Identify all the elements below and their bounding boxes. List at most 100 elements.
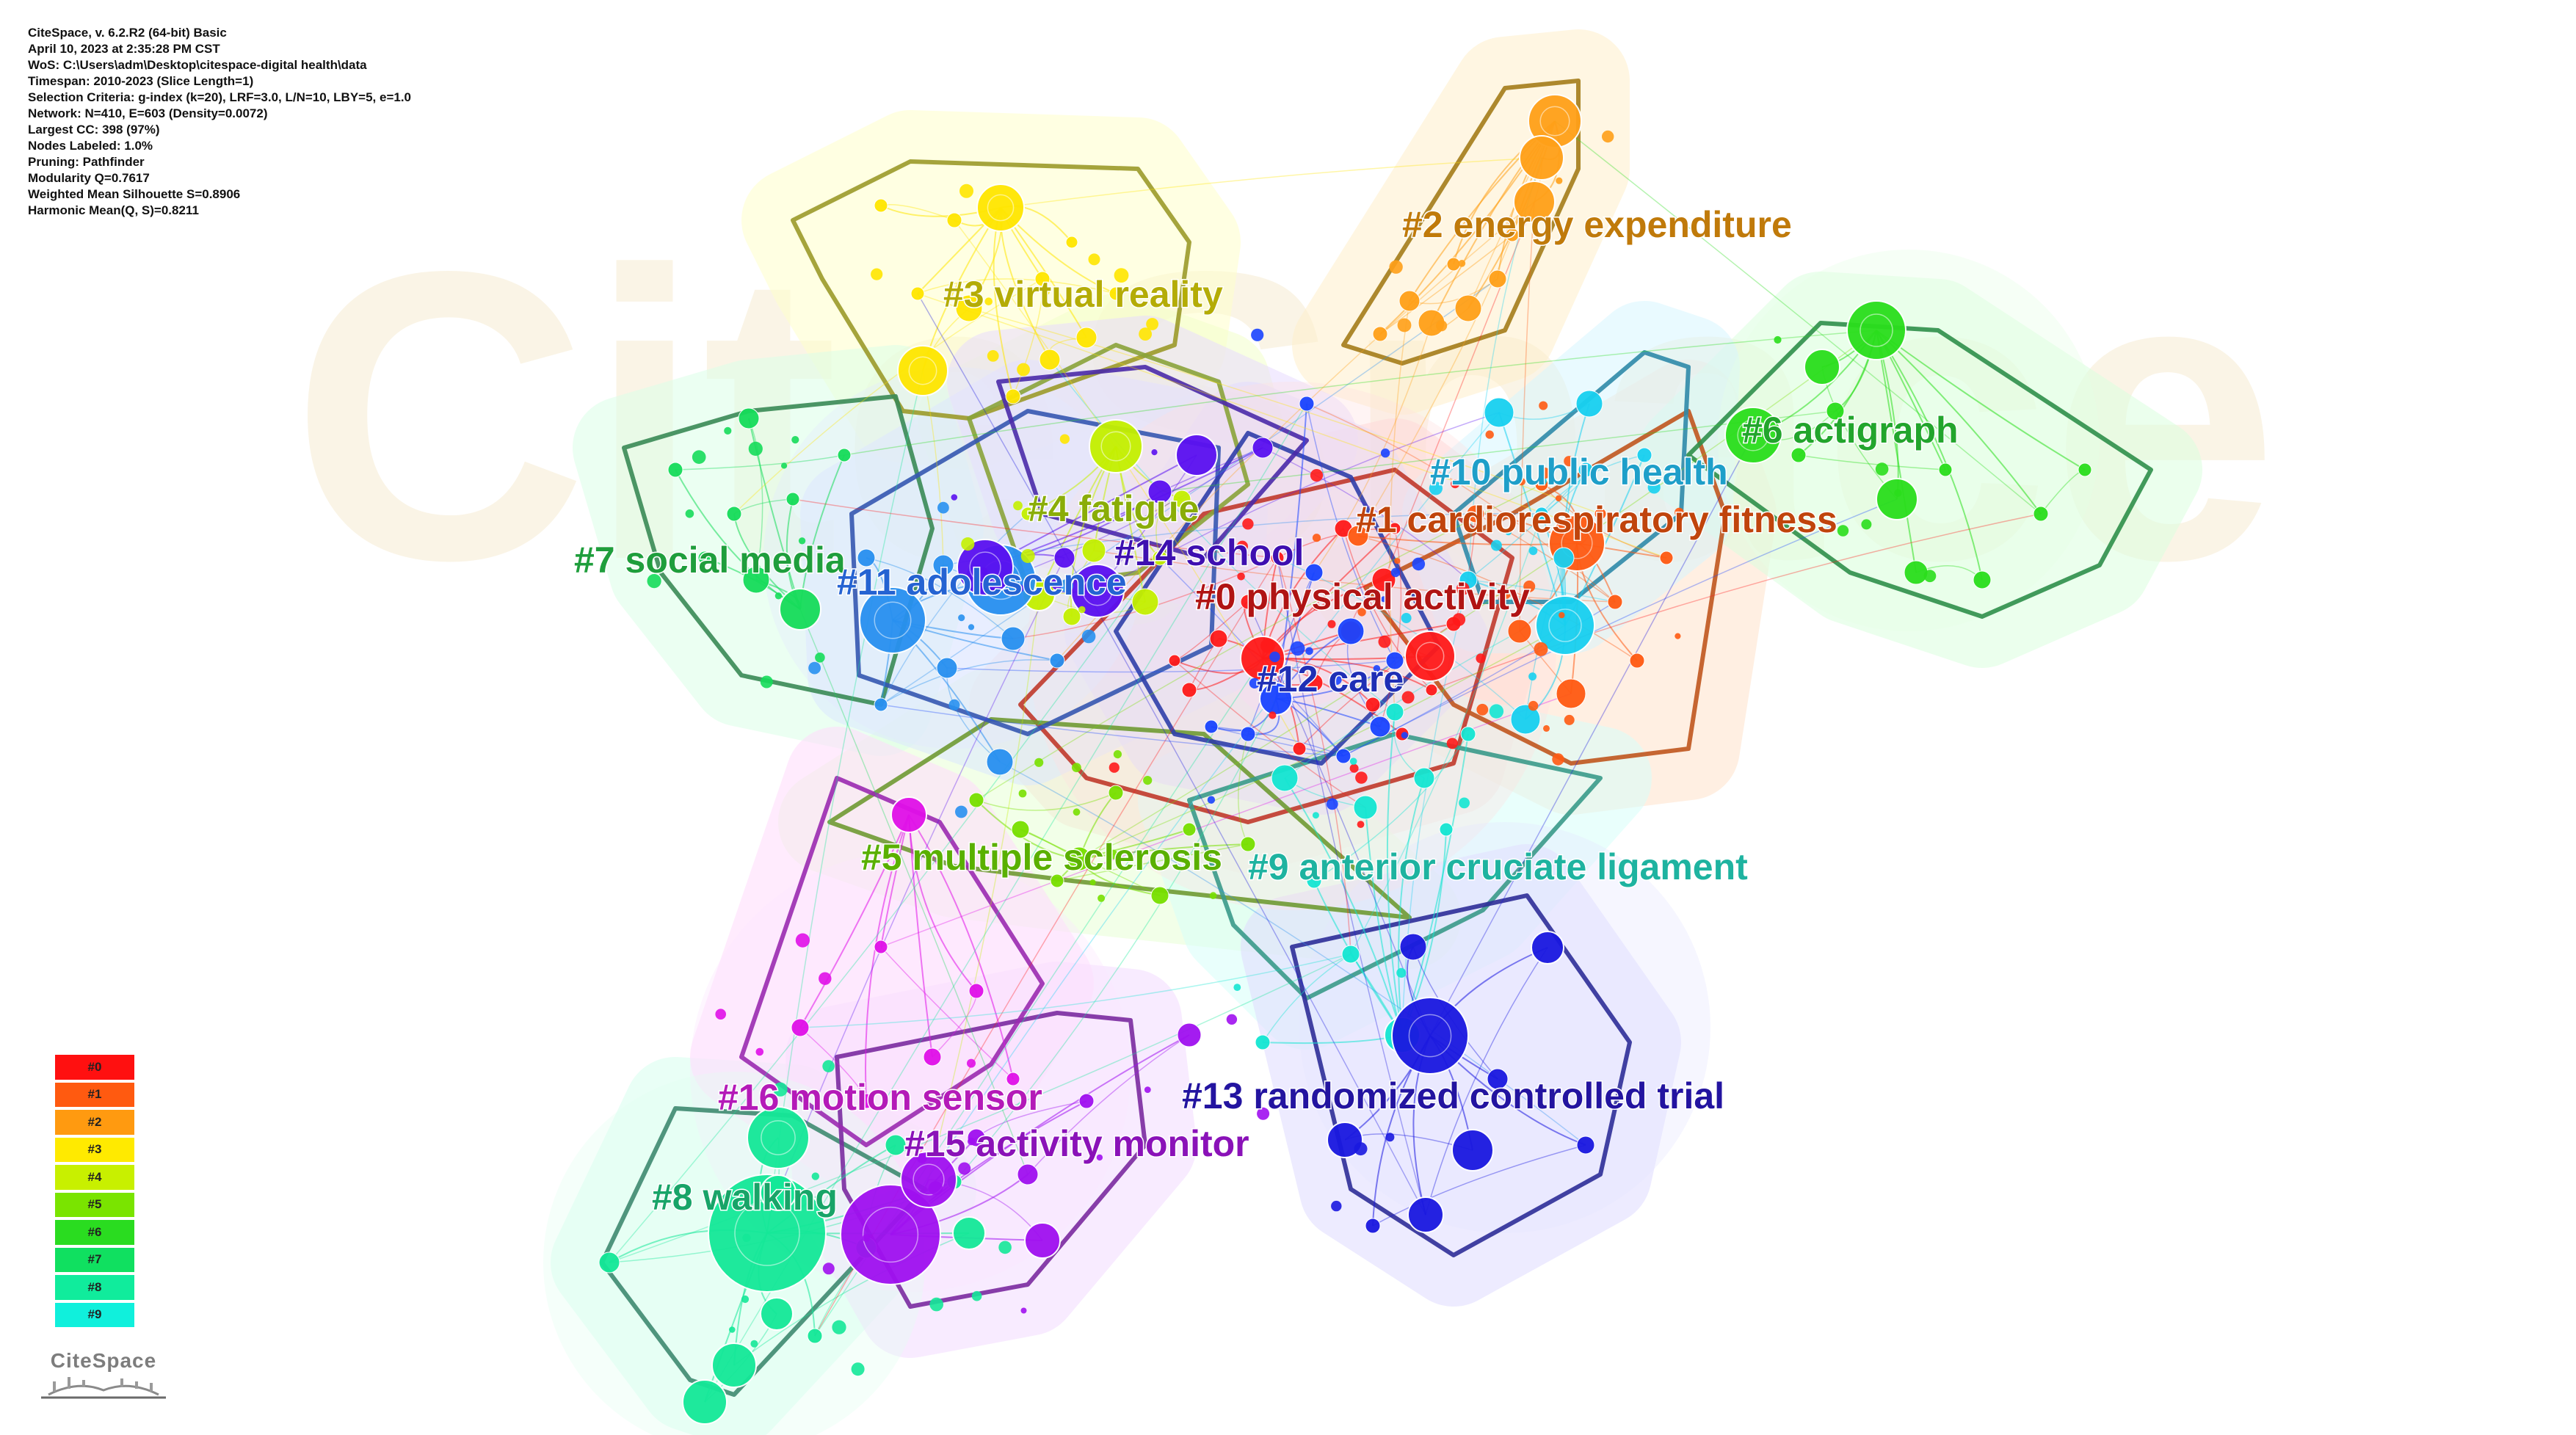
network-link (792, 498, 1278, 559)
network-node-small (929, 1181, 943, 1196)
network-node-small (1564, 714, 1575, 725)
network-node-small (692, 450, 706, 464)
network-node (726, 506, 742, 522)
network-node-small (968, 624, 975, 631)
network-node (1451, 1129, 1494, 1171)
network-node (1505, 228, 1520, 242)
cluster-hull (1363, 409, 1727, 766)
network-node (897, 345, 948, 396)
network-node-small (1113, 750, 1122, 759)
network-node-small (1552, 753, 1564, 766)
network-node-small (871, 268, 883, 280)
network-node-small (958, 614, 965, 622)
network-node (1365, 697, 1381, 713)
network-node-small (1543, 724, 1550, 732)
network-node (1147, 479, 1172, 504)
network-node (1488, 269, 1507, 288)
network-node-small (998, 1240, 1012, 1254)
info-line: April 10, 2023 at 2:35:28 PM CST (28, 42, 220, 56)
network-node-small (1505, 528, 1512, 536)
network-node-small (1559, 611, 1565, 619)
network-node-small (1312, 534, 1321, 542)
node-ring (874, 601, 912, 639)
network-link (1357, 535, 1638, 661)
network-link (976, 792, 1117, 811)
cluster-label: #16 motion sensor (718, 1077, 1042, 1118)
network-node (1062, 607, 1081, 626)
node-ring (1415, 642, 1445, 671)
network-link (865, 814, 910, 1102)
network-link (968, 308, 1601, 515)
network-node-small (1357, 821, 1365, 828)
network-node (1108, 785, 1124, 801)
network-node-small (1539, 401, 1548, 410)
network-node (1240, 836, 1256, 852)
network-node-small (1042, 288, 1050, 296)
network-node-small (1401, 732, 1408, 739)
network-link (908, 814, 977, 992)
network-node (1534, 506, 1549, 521)
network-link (1398, 777, 1425, 1036)
network-node-small (1207, 796, 1216, 804)
network-node (932, 554, 954, 576)
node-ring (1860, 313, 1893, 347)
network-node-small (748, 441, 763, 457)
network-link (1262, 953, 1352, 1043)
network-node (1659, 551, 1674, 565)
cluster-label: #15 activity monitor (904, 1123, 1249, 1164)
network-node-small (1528, 700, 1539, 711)
network-node-small (958, 1162, 971, 1175)
network-node-small (795, 933, 810, 948)
node-ring (1539, 106, 1570, 137)
network-node-small (1537, 476, 1547, 486)
network-node (1024, 1222, 1061, 1259)
network-node-small (948, 699, 960, 711)
network-link (866, 557, 1014, 639)
network-node-small (1774, 335, 1782, 344)
network-node (1938, 462, 1953, 477)
node-ring (1408, 1014, 1452, 1058)
node-ring (1082, 575, 1113, 606)
network-node-small (1412, 557, 1426, 571)
network-node-small (1109, 762, 1120, 773)
network-link (946, 660, 1396, 673)
network-node (857, 548, 876, 567)
network-link (880, 814, 910, 948)
network-node (1446, 257, 1461, 272)
network-node (1067, 846, 1092, 871)
network-node-small (774, 592, 783, 600)
network-node-small (1209, 892, 1217, 899)
network-node-small (1528, 672, 1537, 681)
network-link (1093, 550, 1616, 603)
network-node-small (1114, 268, 1129, 283)
network-node-small (980, 567, 988, 575)
network-node (1168, 654, 1181, 667)
network-node-small (1397, 318, 1412, 333)
network-node-small (1349, 758, 1357, 765)
network-link (1519, 201, 1535, 632)
cluster-label: #12 care (1257, 658, 1404, 700)
network-link (1078, 829, 1190, 860)
network-node-small (822, 1060, 835, 1072)
network-node-small (1451, 479, 1460, 489)
network-node-small (1059, 579, 1073, 593)
network-link (1365, 807, 1403, 1036)
network-node (1425, 683, 1438, 697)
network-node (1535, 595, 1595, 655)
network-node (1876, 478, 1918, 520)
network-node (1398, 290, 1421, 312)
network-link (917, 293, 1426, 1216)
network-node-small (987, 350, 999, 362)
network-node-small (773, 1082, 788, 1097)
info-line: Nodes Labeled: 1.0% (28, 139, 153, 153)
network-link (1247, 572, 1315, 735)
network-link (1429, 435, 1754, 1036)
network-node-small (1310, 469, 1324, 482)
network-node (1017, 1163, 1039, 1185)
network-node (1089, 419, 1143, 473)
network-node (968, 792, 984, 808)
network-link (946, 667, 1001, 763)
network-link (908, 814, 1014, 1080)
network-node-small (1017, 363, 1030, 377)
logo-book-icon (41, 1377, 166, 1399)
